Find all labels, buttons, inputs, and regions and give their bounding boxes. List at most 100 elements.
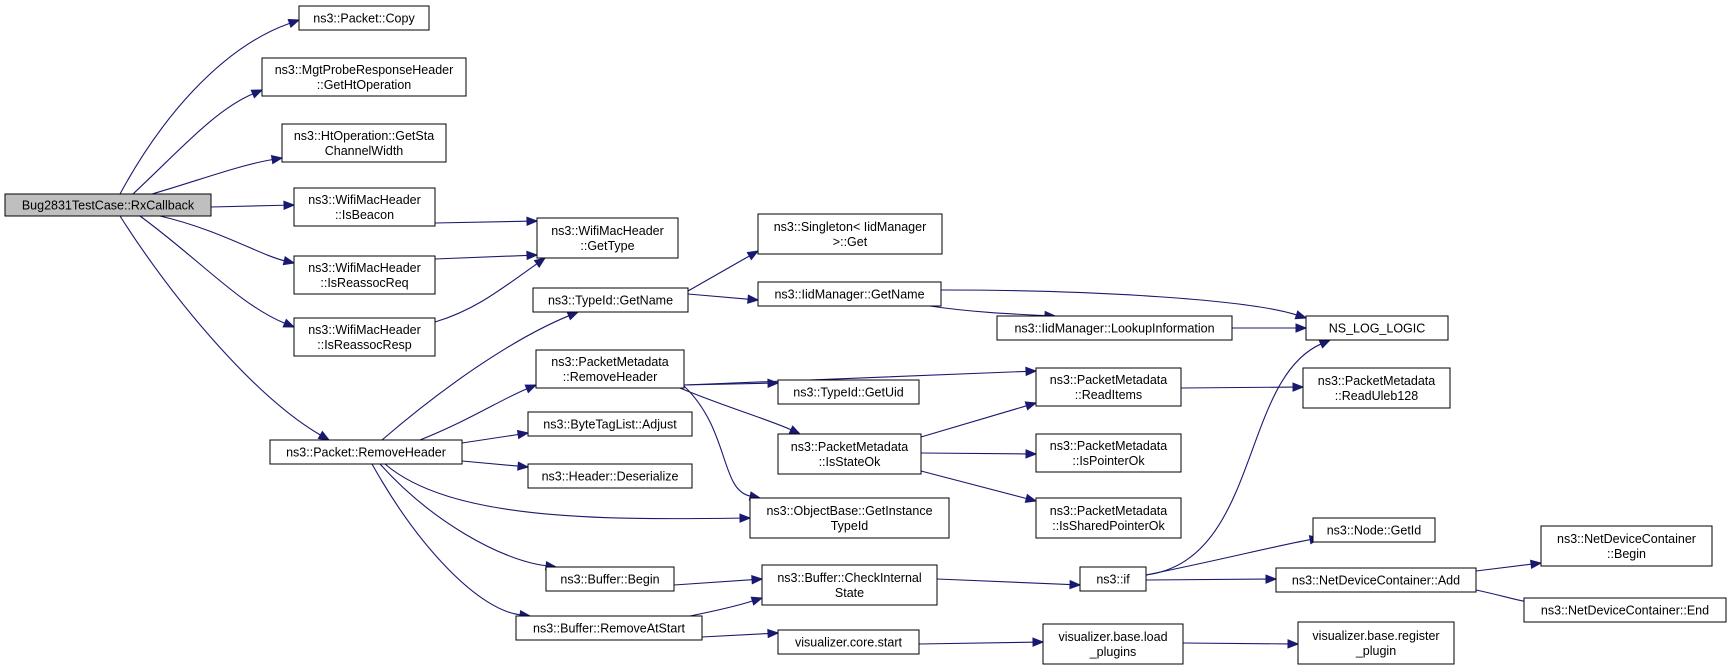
arrowhead xyxy=(1024,401,1038,411)
node-gettype[interactable]: ns3::WifiMacHeader::GetType xyxy=(536,217,679,259)
node-iid-getname[interactable]: ns3::IidManager::GetName xyxy=(757,281,942,307)
node-box xyxy=(4,193,212,217)
edge-line xyxy=(1145,343,1322,576)
node-typeid-getname[interactable]: ns3::TypeId::GetName xyxy=(532,287,689,313)
node-label: ::IsStateOk xyxy=(819,455,882,469)
arrowhead xyxy=(751,574,764,585)
edge-line xyxy=(701,632,769,638)
arrowhead xyxy=(1318,339,1332,349)
node-singleton[interactable]: ns3::Singleton< IidManager>::Get xyxy=(757,213,943,255)
arrowhead xyxy=(566,311,580,321)
edge-line xyxy=(683,385,751,497)
edge-isreassocresp-to-gettype xyxy=(434,257,547,323)
node-box xyxy=(515,615,703,641)
node-isreassocreq[interactable]: ns3::WifiMacHeader::IsReassocReq xyxy=(293,255,436,295)
node-label: ns3::Buffer::Begin xyxy=(560,573,659,587)
node-getuid[interactable]: ns3::TypeId::GetUid xyxy=(777,379,920,405)
node-mgt[interactable]: ns3::MgtProbeResponseHeader::GetHtOperat… xyxy=(261,57,467,97)
node-box xyxy=(527,411,693,437)
edge-line xyxy=(920,452,1027,455)
arrowhead xyxy=(750,596,764,606)
node-ispointerok[interactable]: ns3::PacketMetadata::IsPointerOk xyxy=(1035,433,1182,473)
node-buf-removeatstart[interactable]: ns3::Buffer::RemoveAtStart xyxy=(515,615,703,641)
node-copy[interactable]: ns3::Packet::Copy xyxy=(298,5,430,31)
node-nslog[interactable]: NS_LOG_LOGIC xyxy=(1305,315,1449,341)
node-label: NS_LOG_LOGIC xyxy=(1329,322,1426,336)
node-ndc-end[interactable]: ns3::NetDeviceContainer::End xyxy=(1523,597,1727,623)
edge-isstateok-to-ispointerok xyxy=(920,449,1038,459)
node-isstateok[interactable]: ns3::PacketMetadata::IsStateOk xyxy=(777,433,922,475)
edge-rx-to-mgt xyxy=(132,89,264,195)
edge-pm-removeheader-to-isstateok xyxy=(679,387,802,435)
node-readuleb[interactable]: ns3::PacketMetadata::ReadUleb128 xyxy=(1302,367,1451,409)
arrowhead xyxy=(1069,579,1082,590)
arrowhead xyxy=(1294,310,1308,320)
node-label: _plugin xyxy=(1355,644,1396,658)
arrowhead xyxy=(517,461,530,471)
arrowhead xyxy=(1025,366,1038,377)
node-issharedok[interactable]: ns3::PacketMetadata::IsSharedPointerOk xyxy=(1035,497,1182,539)
node-ndc-begin[interactable]: ns3::NetDeviceContainer::Begin xyxy=(1540,525,1713,567)
node-box xyxy=(777,379,920,405)
node-viz-load[interactable]: visualizer.base.load_plugins xyxy=(1042,623,1184,665)
node-buf-begin[interactable]: ns3::Buffer::Begin xyxy=(545,566,675,592)
edge-ndc-add-to-ndc-begin xyxy=(1475,559,1543,572)
arrowhead xyxy=(788,425,802,435)
edge-line xyxy=(151,159,273,195)
node-ndc-add[interactable]: ns3::NetDeviceContainer::Add xyxy=(1275,567,1477,593)
edge-line xyxy=(434,220,528,224)
node-label: TypeId xyxy=(831,519,869,533)
node-label: ns3::IidManager::LookupInformation xyxy=(1014,322,1214,336)
node-layer: Bug2831TestCase::RxCallbackns3::Packet::… xyxy=(4,5,1727,665)
edge-line xyxy=(419,388,527,441)
node-isbeacon[interactable]: ns3::WifiMacHeader::IsBeacon xyxy=(293,187,436,227)
node-label: visualizer.base.load xyxy=(1058,630,1167,644)
node-label: ns3::ObjectBase::GetInstance xyxy=(766,504,932,518)
node-label: visualizer.core.start xyxy=(795,636,903,650)
node-label: ::ReadUleb128 xyxy=(1335,389,1418,403)
edge-buf-removeatstart-to-viz-core xyxy=(701,628,780,639)
edge-line xyxy=(210,204,285,208)
node-removeheader[interactable]: ns3::Packet::RemoveHeader xyxy=(269,439,463,465)
edge-line xyxy=(940,289,1297,316)
node-nodegetid[interactable]: ns3::Node::GetId xyxy=(1312,517,1436,543)
edge-typeid-getname-to-singleton xyxy=(687,250,760,292)
node-readitems[interactable]: ns3::PacketMetadata::ReadItems xyxy=(1035,367,1182,407)
node-label: ns3::Packet::Copy xyxy=(313,12,415,26)
node-box xyxy=(293,255,436,295)
node-isreassocresp[interactable]: ns3::WifiMacHeader::IsReassocResp xyxy=(293,317,436,357)
node-label: ::IsBeacon xyxy=(335,208,394,222)
node-box xyxy=(757,213,943,255)
arrowhead xyxy=(1032,637,1045,647)
node-label: ns3::Singleton< IidManager xyxy=(774,220,927,234)
node-rx[interactable]: Bug2831TestCase::RxCallback xyxy=(4,193,212,217)
node-iid-lookup[interactable]: ns3::IidManager::LookupInformation xyxy=(996,315,1233,341)
arrowhead xyxy=(282,255,296,266)
node-pm-removeheader[interactable]: ns3::PacketMetadata::RemoveHeader xyxy=(535,349,685,389)
edge-line xyxy=(918,641,1034,645)
node-box xyxy=(777,433,922,475)
edge-line xyxy=(936,578,1071,586)
node-deserialize[interactable]: ns3::Header::Deserialize xyxy=(527,463,693,489)
node-box xyxy=(1540,525,1713,567)
node-nsif[interactable]: ns3::if xyxy=(1079,566,1147,592)
node-box xyxy=(1297,621,1455,665)
edge-removeheader-to-pm-removeheader xyxy=(419,384,538,441)
edge-line xyxy=(434,254,528,260)
edge-buf-removeatstart-to-checkinternal xyxy=(689,596,764,617)
node-label: ns3::PacketMetadata xyxy=(1050,439,1167,453)
node-box xyxy=(1275,567,1477,593)
node-label: ns3::if xyxy=(1096,573,1130,587)
edge-isbeacon-to-gettype xyxy=(434,216,539,226)
edge-removeheader-to-bytetag xyxy=(461,429,530,444)
edge-line xyxy=(689,600,753,617)
arrowhead xyxy=(739,513,752,523)
node-label: ns3::PacketMetadata xyxy=(791,440,908,454)
node-viz-core[interactable]: visualizer.core.start xyxy=(777,629,920,655)
node-bytetag[interactable]: ns3::ByteTagList::Adjust xyxy=(527,411,693,437)
node-viz-register[interactable]: visualizer.base.register_plugin xyxy=(1297,621,1455,665)
edge-line xyxy=(920,470,1027,500)
